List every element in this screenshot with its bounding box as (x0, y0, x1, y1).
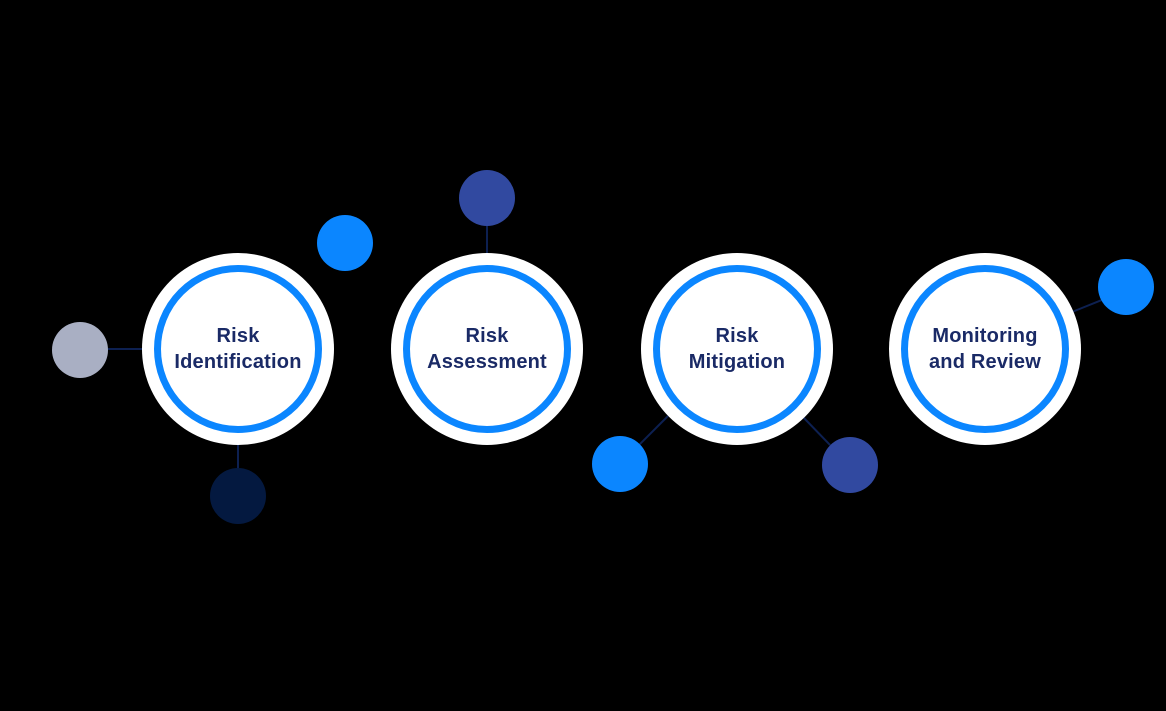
stage-label-line1: Risk (465, 325, 509, 347)
stage-label-line1: Risk (715, 325, 759, 347)
stage-ring (901, 265, 1069, 433)
stage-label: Risk Identification (142, 323, 334, 375)
satellite-dot-dark-navy (210, 468, 266, 524)
stage-label-line2: Identification (174, 351, 302, 373)
stage-node-risk-identification: Risk Identification (142, 253, 334, 445)
stage-label: Risk Assessment (391, 323, 583, 375)
stage-label-line2: and Review (928, 351, 1042, 373)
satellite-dot-royal-blue (459, 170, 515, 226)
satellite-dot-bright-blue (592, 436, 648, 492)
stage-label-line2: Mitigation (688, 351, 786, 373)
stage-label-line2: Assessment (427, 351, 547, 373)
stage-ring (403, 265, 571, 433)
satellite-dot-gray (52, 322, 108, 378)
stage-label: Risk Mitigation (641, 323, 833, 375)
stage-label-line1: Risk (216, 325, 260, 347)
stage-label-line1: Monitoring (932, 325, 1038, 347)
stage-node-monitoring-and-review: Monitoring and Review (889, 253, 1081, 445)
connector-line (237, 444, 239, 470)
satellite-dot-royal-blue (822, 437, 878, 493)
connector-line (802, 416, 831, 446)
connector-line (104, 348, 146, 350)
satellite-dot-bright-blue (1098, 259, 1154, 315)
connector-line (1071, 298, 1104, 313)
stage-ring (653, 265, 821, 433)
satellite-dot-bright-blue (317, 215, 373, 271)
connector-line (639, 415, 669, 445)
stage-ring (154, 265, 322, 433)
stage-node-risk-assessment: Risk Assessment (391, 253, 583, 445)
stage-node-risk-mitigation: Risk Mitigation (641, 253, 833, 445)
stage-label: Monitoring and Review (889, 323, 1081, 375)
connector-line (486, 224, 488, 256)
